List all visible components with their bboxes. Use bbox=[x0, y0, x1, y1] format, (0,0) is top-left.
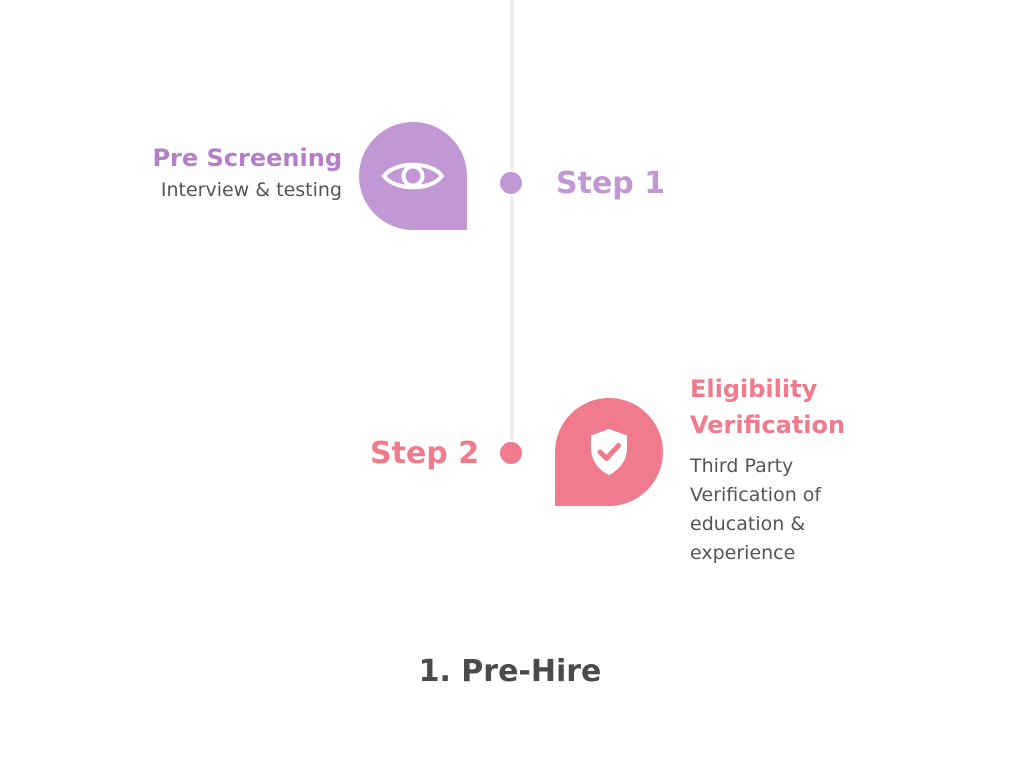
step-2-title: Eligibility Verification bbox=[690, 375, 846, 439]
step-1-description: Interview & testing bbox=[160, 179, 342, 201]
step-2-badge bbox=[555, 398, 663, 506]
shield-check-icon bbox=[591, 429, 627, 475]
section-title: 1. Pre-Hire bbox=[418, 654, 602, 689]
step-1-node bbox=[497, 169, 525, 197]
eye-icon bbox=[382, 162, 444, 190]
step-2-description: Third Party Verification of education & … bbox=[690, 455, 822, 564]
step-1-title: Pre Screening bbox=[152, 144, 342, 172]
timeline-line bbox=[510, 0, 514, 460]
step-2-node bbox=[497, 439, 525, 467]
step-2-label: Step 2 bbox=[370, 436, 480, 471]
step-1-label: Step 1 bbox=[556, 166, 666, 201]
step-1-badge bbox=[359, 122, 467, 230]
